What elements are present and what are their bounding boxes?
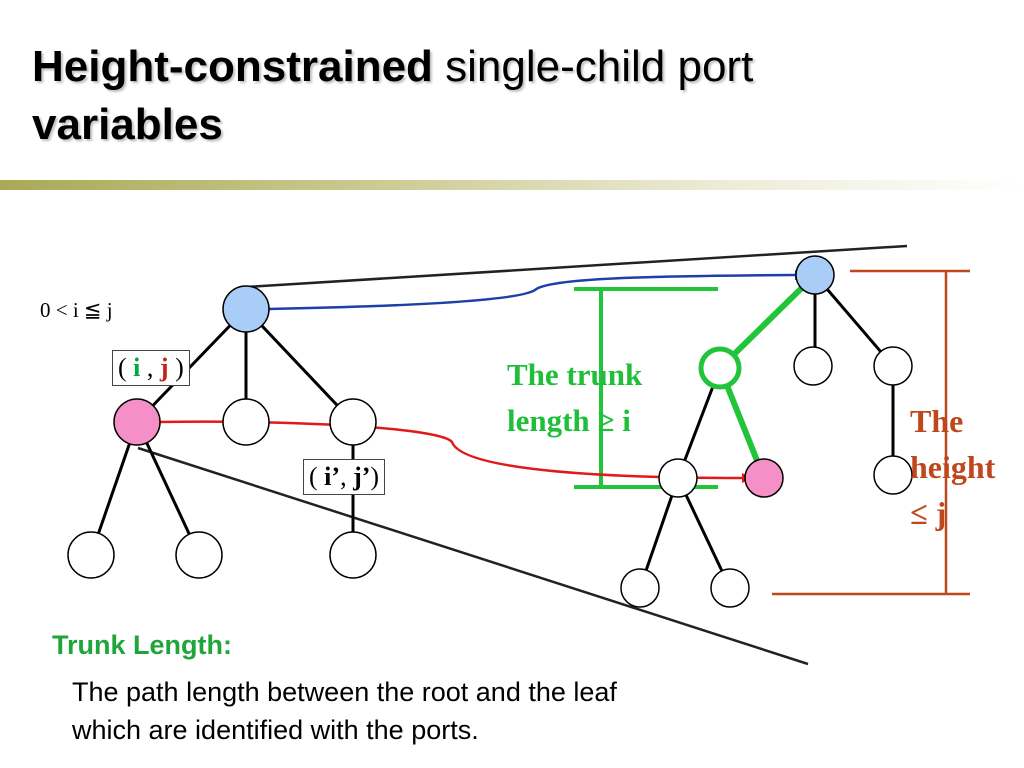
trunk-label-line2: length ≥ i: [507, 403, 631, 438]
tree-node: [873, 346, 913, 386]
title-normal: single-child port: [432, 42, 754, 91]
port-j-prime: j’: [353, 462, 371, 491]
blue-connector-arrow: [267, 273, 796, 311]
height-label: The height ≤ j: [910, 398, 995, 536]
trunk-label-line1: The trunk: [507, 357, 643, 392]
port-open-paren: (: [309, 462, 325, 491]
port-close-paren: ): [370, 462, 380, 491]
root-node-blue: [222, 285, 270, 333]
port-label-i-prime-j-prime: ( i’, j’): [303, 459, 386, 495]
port-label-i-j: ( i , j ): [112, 350, 190, 386]
port-j: j: [159, 353, 169, 382]
target-root-node-blue: [795, 255, 835, 295]
tree-node: [222, 398, 270, 446]
height-bracket: [772, 269, 970, 596]
definition-line2: which are identified with the ports.: [72, 715, 479, 745]
height-label-line3: ≤ j: [910, 495, 947, 531]
definition-line1: The path length between the root and the…: [72, 677, 617, 707]
tree-node: [873, 455, 913, 495]
port-i-prime: i’: [324, 462, 341, 491]
tree-node: [658, 458, 698, 498]
tree-node: [175, 531, 223, 579]
trunk-length-heading: Trunk Length:: [52, 630, 232, 660]
title-bold-1: Height-constrained: [32, 42, 433, 91]
tree-node: [793, 346, 833, 386]
height-label-line1: The: [910, 403, 964, 439]
trunk-node-green: [698, 346, 742, 390]
port-comma: ,: [140, 353, 160, 382]
slide-title: Height-constrained single-child port var…: [32, 38, 753, 154]
trunk-length-definition: The path length between the root and the…: [72, 673, 792, 749]
red-connector-arrow: [157, 420, 743, 480]
tree-node: [67, 531, 115, 579]
tree-node: [710, 568, 750, 608]
tree-node: [329, 531, 377, 579]
port-comma: ,: [340, 462, 354, 491]
port-open-paren: (: [118, 353, 134, 382]
index-condition: 0 < i ≦ j: [40, 298, 113, 322]
title-underline-bar: [0, 180, 1024, 190]
tree-node: [329, 398, 377, 446]
top-guide-line: [245, 244, 908, 289]
height-label-line2: height: [910, 449, 996, 485]
port-close-paren: ): [168, 353, 184, 382]
child-node-pink: [113, 398, 161, 446]
port-i: i: [133, 353, 141, 382]
title-bold-2: variables: [32, 100, 223, 149]
target-leaf-node-pink: [744, 458, 784, 498]
tree-node: [620, 568, 660, 608]
trunk-length-label: The trunk length ≥ i: [507, 352, 642, 444]
bottom-guide-line: [137, 446, 809, 666]
